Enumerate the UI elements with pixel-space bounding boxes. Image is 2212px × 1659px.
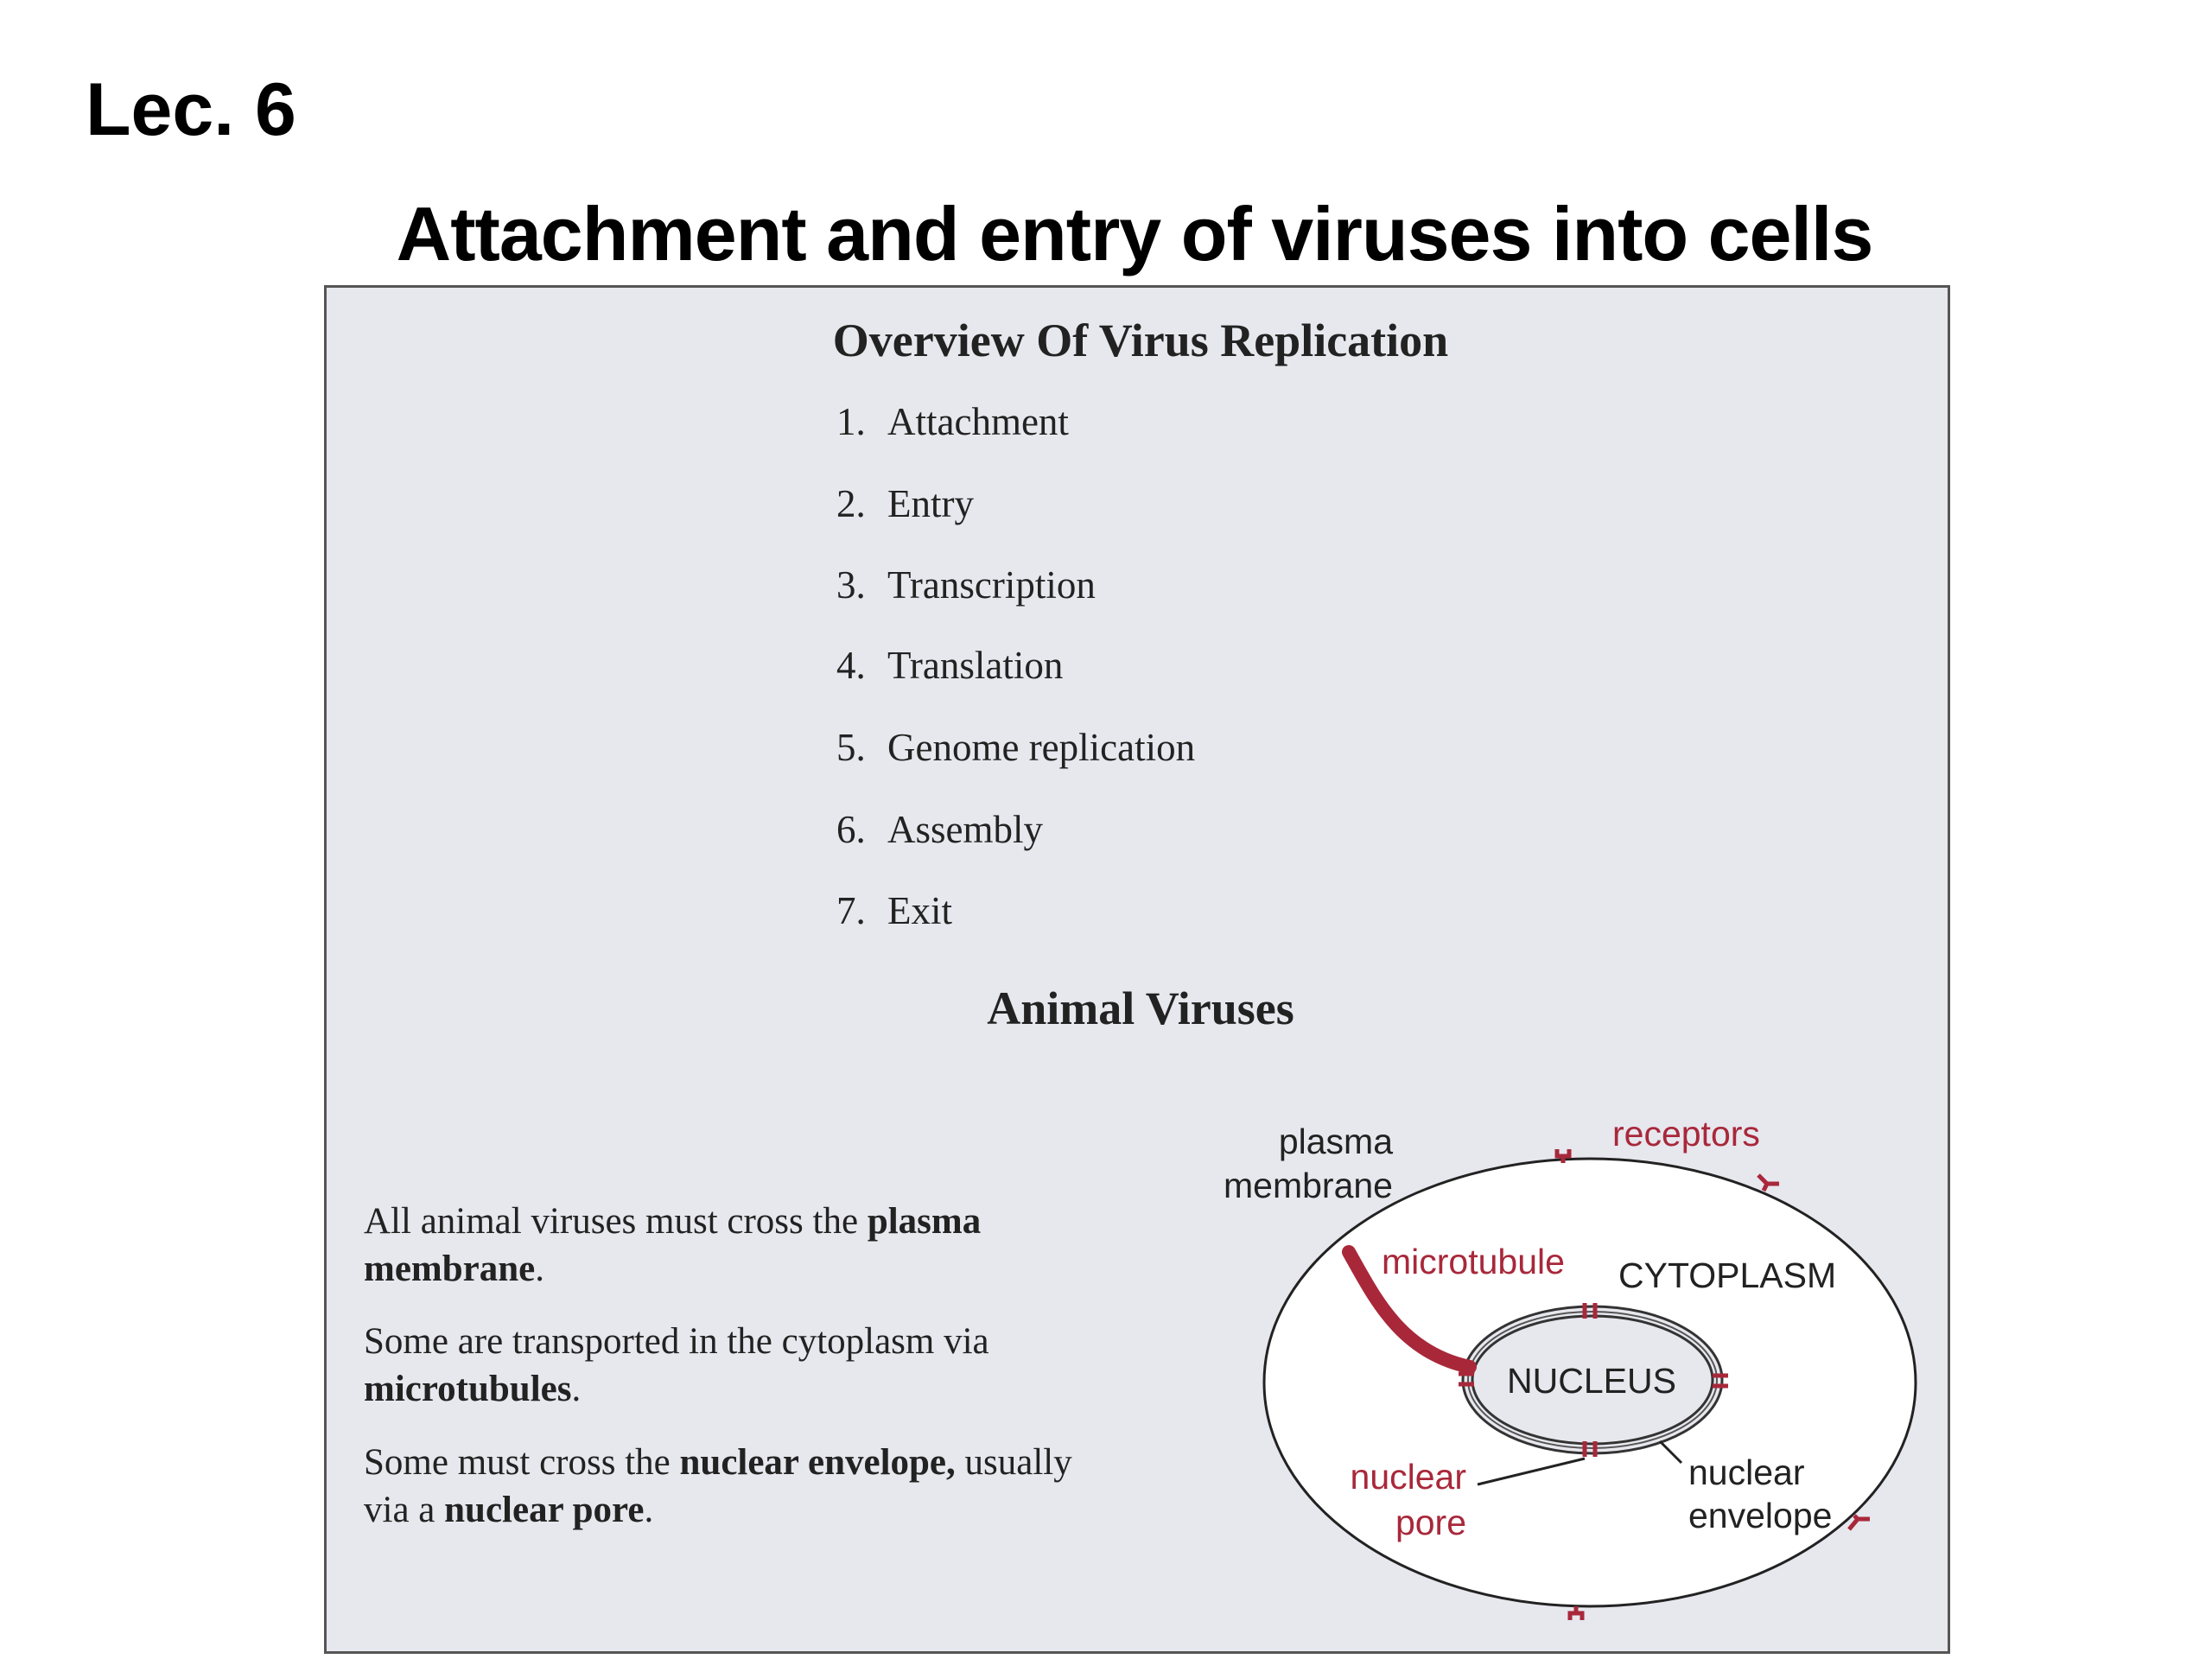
label-microtubule: microtubule xyxy=(1382,1242,1565,1281)
paragraph-nuclear: Some must cross the nuclear envelope, us… xyxy=(364,1439,1072,1534)
leader-lines xyxy=(1477,1440,1683,1486)
label-nuclear-pore: nuclear xyxy=(1351,1457,1466,1497)
step-label: Attachment xyxy=(887,400,1069,443)
nuclear-envelope-inner xyxy=(1467,1311,1718,1449)
list-item: 6. Assembly xyxy=(836,807,1043,852)
text: . xyxy=(535,1249,544,1289)
step-label: Translation xyxy=(887,644,1064,687)
paragraph-microtubules: Some are transported in the cytoplasm vi… xyxy=(364,1318,1072,1413)
bold-text: nuclear pore xyxy=(444,1490,645,1530)
label-plasma: plasma xyxy=(1279,1122,1393,1161)
text: . xyxy=(644,1490,654,1530)
label-nuclear-pore-2: pore xyxy=(1395,1503,1466,1542)
list-item: 4. Translation xyxy=(836,643,1063,688)
paragraph-plasma: All animal viruses must cross the plasma… xyxy=(364,1198,1072,1293)
bold-text: plasma membrane xyxy=(364,1201,982,1289)
text: All animal viruses must cross the xyxy=(364,1201,868,1242)
microtubule xyxy=(1342,1245,1477,1374)
slide-title: Attachment and entry of viruses into cel… xyxy=(396,191,1874,276)
label-nuclear-envelope-2: envelope xyxy=(1688,1496,1832,1535)
receptor-icons xyxy=(1554,1149,1870,1620)
list-item: 3. Transcription xyxy=(836,563,1096,607)
label-receptors: receptors xyxy=(1612,1114,1760,1154)
step-number: 3. xyxy=(836,563,866,607)
step-number: 1. xyxy=(836,400,866,443)
text: . xyxy=(571,1369,582,1409)
step-number: 4. xyxy=(836,644,866,687)
text: Some are transported in the cytoplasm vi… xyxy=(364,1321,989,1362)
bold-text: nuclear envelope, xyxy=(679,1442,956,1483)
step-number: 5. xyxy=(836,726,866,769)
text: usually via a xyxy=(364,1442,1072,1530)
overview-heading: Overview Of Virus Replication xyxy=(832,315,1449,366)
list-item: 7. Exit xyxy=(836,888,952,933)
step-label: Entry xyxy=(887,482,974,525)
step-label: Genome replication xyxy=(887,726,1196,769)
nuclear-envelope-inner2 xyxy=(1471,1314,1714,1446)
animal-viruses-heading: Animal Viruses xyxy=(987,982,1294,1034)
lecture-number: Lec. 6 xyxy=(86,68,296,151)
step-number: 6. xyxy=(836,808,866,851)
step-number: 2. xyxy=(836,482,866,525)
nuclear-pores xyxy=(1459,1303,1728,1457)
text: Some must cross the xyxy=(364,1442,680,1483)
step-label: Transcription xyxy=(887,563,1096,607)
bold-text: microtubules xyxy=(364,1369,572,1409)
step-number: 7. xyxy=(836,889,866,932)
list-item: 2. Entry xyxy=(836,481,974,526)
nucleus xyxy=(1461,1305,1724,1455)
label-cytoplasm: CYTOPLASM xyxy=(1618,1255,1836,1295)
step-label: Exit xyxy=(887,889,952,932)
label-nucleus: NUCLEUS xyxy=(1507,1361,1676,1401)
label-nuclear-envelope: nuclear xyxy=(1688,1452,1804,1492)
label-membrane: membrane xyxy=(1224,1166,1393,1205)
step-label: Assembly xyxy=(887,808,1043,851)
list-item: 1. Attachment xyxy=(836,399,1069,444)
list-item: 5. Genome replication xyxy=(836,725,1195,770)
